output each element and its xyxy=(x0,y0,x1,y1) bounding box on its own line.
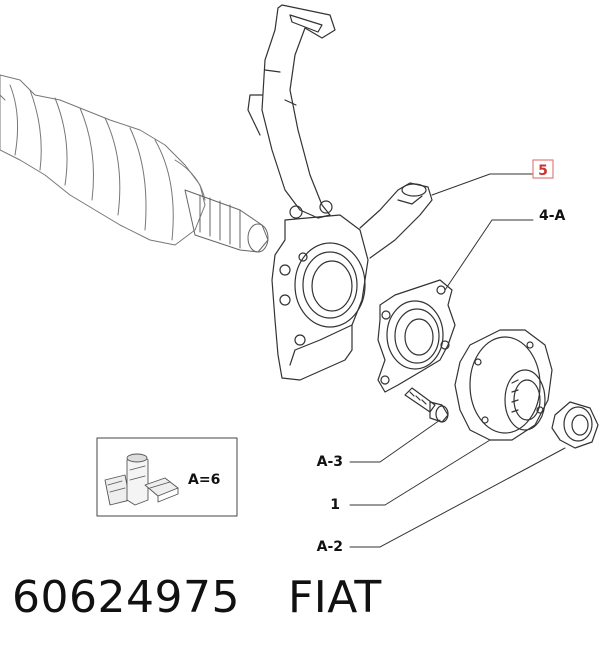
callout-1-label: 1 xyxy=(330,497,340,513)
callout-a3-label: A-3 xyxy=(317,454,343,470)
brand-name: FIAT xyxy=(287,572,382,623)
drive-shaft-boot xyxy=(0,74,206,246)
kit-quantity-box: A=6 xyxy=(96,437,238,517)
bearing-flange xyxy=(377,279,456,393)
callout-5-label: 5 xyxy=(538,163,548,179)
steering-knuckle xyxy=(247,4,433,381)
callout-4a-label: 4-A xyxy=(539,208,566,224)
wheel-hub xyxy=(454,329,553,441)
callout-a2-label: A-2 xyxy=(317,539,343,555)
bolt xyxy=(404,387,449,423)
drive-shaft-splined-end xyxy=(184,189,269,253)
leader-lines xyxy=(349,173,566,548)
kit-quantity-label: A=6 xyxy=(188,472,220,488)
part-number: 60624975 xyxy=(12,572,240,623)
kit-parts-icon xyxy=(104,453,179,506)
footer: 60624975 FIAT xyxy=(12,572,382,623)
callout-5-highlight-box xyxy=(532,159,554,179)
hub-nut xyxy=(551,401,599,449)
